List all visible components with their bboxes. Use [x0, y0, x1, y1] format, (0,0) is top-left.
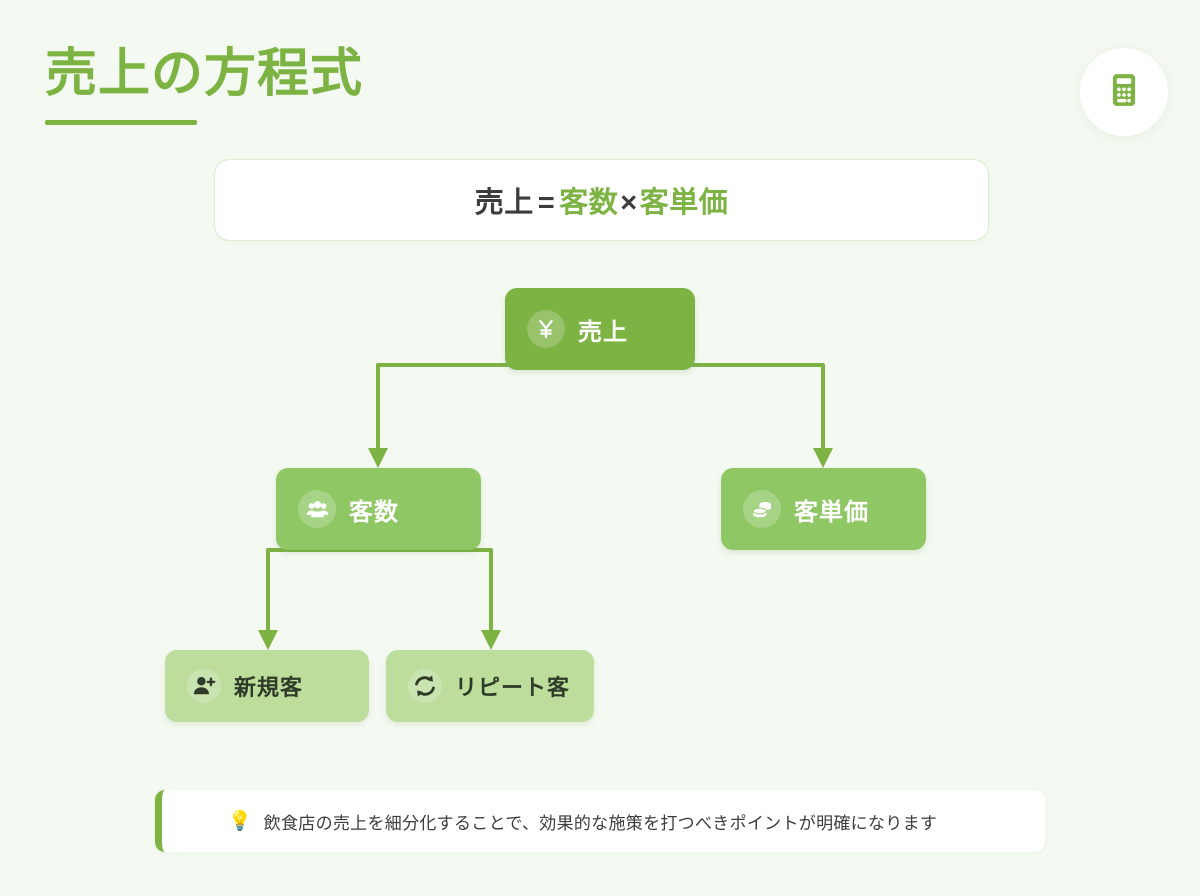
formula-factor-2: 客単価	[639, 187, 729, 219]
node-new-customer-label: 新規客	[234, 675, 304, 700]
node-spend-label: 客単価	[794, 498, 869, 526]
edge-customers-new	[266, 548, 378, 637]
header-badge	[1080, 48, 1168, 136]
formula-box: 売上=客数×客単価	[214, 159, 989, 241]
formula-equals: =	[537, 187, 556, 219]
footer-note-text: 飲食店の売上を細分化することで、効果的な施策を打つべきポイントが明確になります	[263, 813, 938, 833]
title-underline	[45, 120, 197, 125]
node-spend[interactable]: 客単価	[721, 468, 926, 550]
node-sales[interactable]: 売上	[505, 288, 695, 370]
edge-customers-repeat	[378, 548, 493, 637]
coins-icon	[743, 490, 781, 528]
arrowhead-customers	[368, 448, 388, 468]
node-new-customer[interactable]: 新規客	[165, 650, 369, 722]
formula-expression: 売上=客数×客単価	[475, 179, 728, 221]
node-customers-label: 客数	[349, 498, 399, 526]
calculator-icon	[1105, 71, 1143, 114]
page-title: 売上の方程式	[45, 45, 364, 103]
formula-lhs: 売上	[474, 187, 534, 219]
users-icon	[298, 490, 336, 528]
slide-header: 売上の方程式	[0, 0, 1200, 150]
arrowhead-spend	[813, 448, 833, 468]
node-customers[interactable]: 客数	[276, 468, 481, 550]
edge-sales-customers	[376, 363, 602, 455]
yen-icon	[527, 310, 565, 348]
formula-operator: ×	[620, 187, 638, 219]
arrowhead-repeat	[481, 630, 501, 650]
lightbulb-icon: 💡	[228, 810, 252, 832]
edge-sales-spend	[598, 363, 825, 455]
footer-note: 💡 飲食店の売上を細分化することで、効果的な施策を打つべきポイントが明確になりま…	[155, 790, 1045, 852]
arrowhead-new	[258, 630, 278, 650]
node-sales-label: 売上	[578, 318, 628, 346]
node-repeat-customer[interactable]: リピート客	[386, 650, 594, 722]
node-repeat-customer-label: リピート客	[455, 675, 571, 700]
formula-factor-1: 客数	[559, 187, 619, 219]
user-plus-icon	[187, 669, 221, 703]
repeat-icon	[408, 669, 442, 703]
tree-diagram: 売上 客数	[0, 265, 1200, 765]
